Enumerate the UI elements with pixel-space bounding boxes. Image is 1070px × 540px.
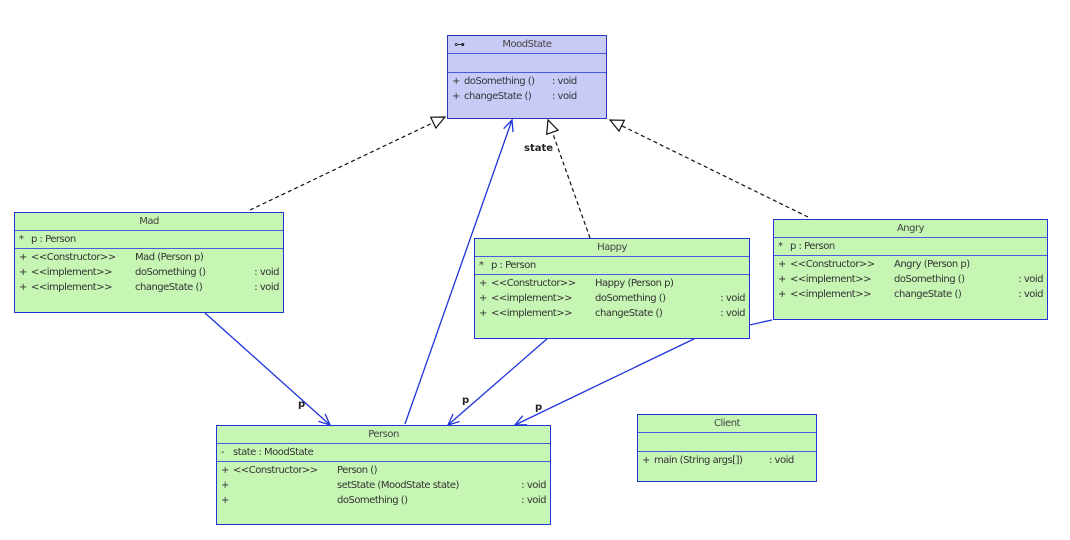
association-mad-person <box>204 312 332 427</box>
role-label-p-happy: p <box>462 395 469 406</box>
operation-row: +<<Constructor>>Mad (Person p) <box>19 252 204 263</box>
operation-row: +main (String args[]): void <box>642 455 794 466</box>
operation-row: +<<Constructor>>Angry (Person p) <box>778 259 970 270</box>
class-name: Person <box>368 429 399 440</box>
class-name: Angry <box>896 223 925 234</box>
operation-row: +setState (MoodState state): void <box>221 480 546 491</box>
attributes-section: *p : Person <box>15 231 283 249</box>
attributes-section <box>638 433 816 452</box>
operation-row: +<<implement>>doSomething (): void <box>19 267 279 278</box>
attribute-row: *p : Person <box>479 260 536 271</box>
class-mad[interactable]: Mad *p : Person +<<Constructor>>Mad (Per… <box>14 212 284 313</box>
attribute-row: *p : Person <box>778 241 835 252</box>
operations-section: +<<Constructor>>Angry (Person p) +<<impl… <box>774 256 1047 303</box>
realization-happy-moodstate <box>546 118 591 239</box>
class-header: Mad <box>15 213 283 231</box>
operations-section: +<<Constructor>>Mad (Person p) +<<implem… <box>15 249 283 296</box>
key-icon: ⊶ <box>454 38 465 51</box>
operation-row: +<<Constructor>>Person () <box>221 465 378 476</box>
class-client[interactable]: Client +main (String args[]): void <box>637 414 817 482</box>
operation-row: +changeState (): void <box>452 91 577 102</box>
attributes-section: -state : MoodState <box>217 444 550 462</box>
operation-row: +doSomething (): void <box>452 76 577 87</box>
attributes-section: *p : Person <box>774 238 1047 256</box>
operations-section: +main (String args[]): void <box>638 452 816 469</box>
attribute-row: -state : MoodState <box>221 447 314 458</box>
class-name: Client <box>714 418 740 429</box>
class-name: Happy <box>597 242 627 253</box>
attribute-row: *p : Person <box>19 234 76 245</box>
class-moodstate[interactable]: ⊶ MoodState +doSomething (): void +chang… <box>447 35 607 119</box>
class-person[interactable]: Person -state : MoodState +<<Constructor… <box>216 425 551 525</box>
realization-angry-moodstate <box>608 119 809 218</box>
class-header: Happy <box>475 239 749 257</box>
class-header: ⊶ MoodState <box>448 36 606 54</box>
operation-row: +<<implement>>changeState (): void <box>778 289 1043 300</box>
class-header: Angry <box>774 220 1047 238</box>
role-label-state: state <box>524 143 553 154</box>
role-label-p-angry: p <box>535 402 542 413</box>
operations-section: +<<Constructor>>Happy (Person p) +<<impl… <box>475 275 749 322</box>
realization-mad-moodstate <box>249 116 447 211</box>
operation-row: +<<implement>>changeState (): void <box>19 282 279 293</box>
operation-row: +<<implement>>doSomething (): void <box>479 293 745 304</box>
class-happy[interactable]: Happy *p : Person +<<Constructor>>Happy … <box>474 238 750 339</box>
attributes-section <box>448 54 606 73</box>
operations-section: +doSomething (): void +changeState (): v… <box>448 73 606 105</box>
role-label-p-mad: p <box>298 399 305 410</box>
operations-section: +<<Constructor>>Person () +setState (Moo… <box>217 462 550 509</box>
class-header: Person <box>217 426 550 444</box>
operation-row: +<<Constructor>>Happy (Person p) <box>479 278 674 289</box>
class-name: Mad <box>139 216 159 227</box>
class-name: MoodState <box>502 39 552 50</box>
class-header: Client <box>638 415 816 433</box>
association-person-moodstate <box>404 118 514 425</box>
operation-row: +<<implement>>doSomething (): void <box>778 274 1043 285</box>
class-angry[interactable]: Angry *p : Person +<<Constructor>>Angry … <box>773 219 1048 320</box>
operation-row: +<<implement>>changeState (): void <box>479 308 745 319</box>
operation-row: +doSomething (): void <box>221 495 546 506</box>
attributes-section: *p : Person <box>475 257 749 275</box>
association-happy-person <box>446 337 549 427</box>
